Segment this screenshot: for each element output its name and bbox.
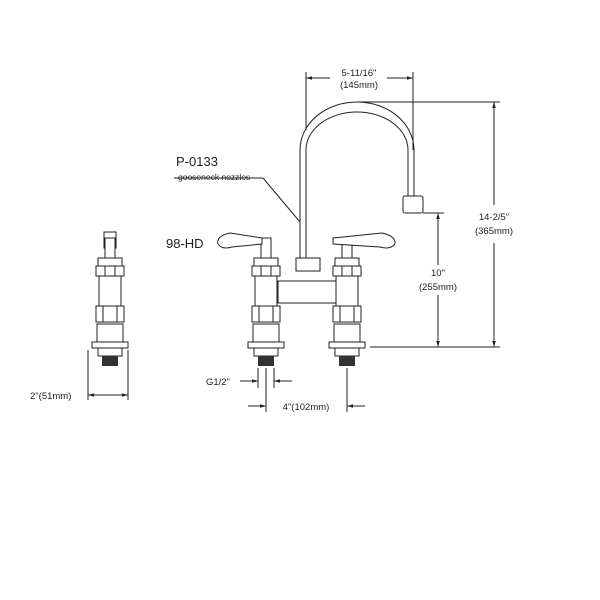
svg-text:2"(51mm): 2"(51mm) (30, 391, 71, 402)
svg-text:G1/2": G1/2" (206, 377, 230, 388)
svg-text:(145mm): (145mm) (340, 80, 378, 91)
dimension-thread: G1/2" (206, 368, 292, 388)
svg-text:14-2/5": 14-2/5" (479, 212, 509, 223)
svg-text:5-11/16": 5-11/16" (342, 68, 377, 79)
dimension-spout-reach: 5-11/16" (145mm) (305, 68, 414, 150)
dimension-center-spacing: 4"(102mm) (248, 368, 365, 413)
left-handle (217, 232, 263, 249)
nozzle-description: gooseneck nozzles (178, 172, 250, 182)
svg-text:4"(102mm): 4"(102mm) (283, 402, 330, 413)
gooseneck-spout (295, 101, 424, 272)
right-handle (332, 232, 396, 249)
spout-nozzle-tip (402, 195, 424, 214)
svg-text:(255mm): (255mm) (419, 282, 457, 293)
dimension-total-height: 14-2/5" (365mm) (356, 101, 513, 348)
spout-nut (295, 257, 321, 272)
crossbar (277, 280, 337, 304)
svg-text:10": 10" (431, 268, 445, 279)
dimension-side-width: 2"(51mm) (30, 350, 129, 402)
nozzle-code-label: P-0133 (176, 154, 218, 169)
svg-text:(365mm): (365mm) (475, 226, 513, 237)
dimension-spout-height: 10" (255mm) (419, 212, 457, 347)
handle-code-label: 98-HD (166, 236, 204, 251)
side-view-valve (91, 231, 129, 367)
